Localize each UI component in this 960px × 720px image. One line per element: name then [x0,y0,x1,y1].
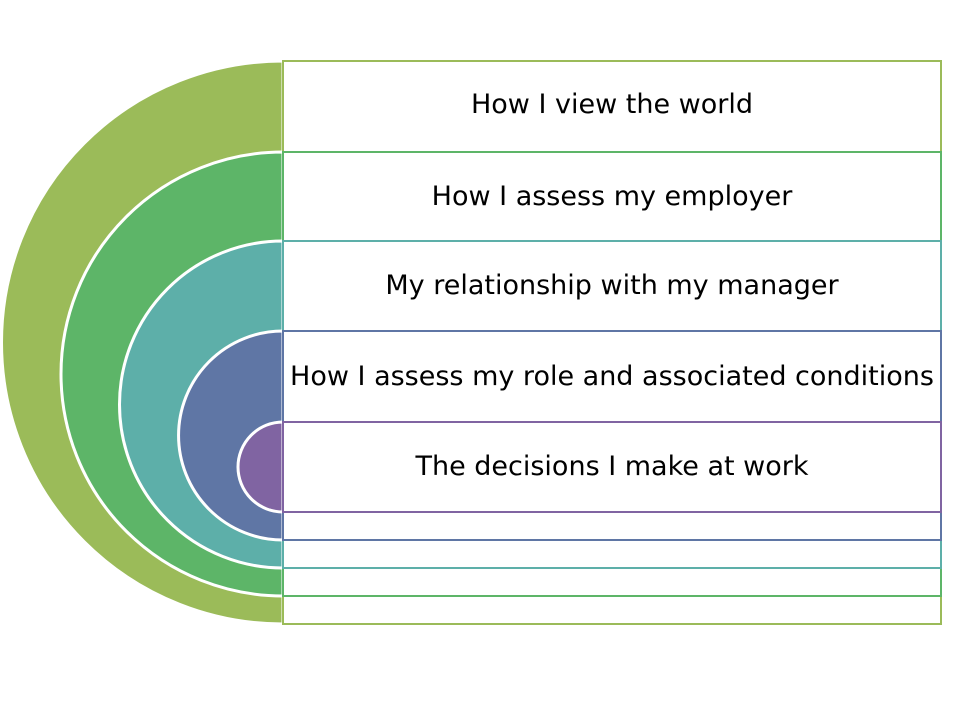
layer-label-5: The decisions I make at work [415,451,809,482]
layer-label-2: How I assess my employer [431,181,793,212]
layer-label-1: How I view the world [470,89,754,120]
layer-label-4: How I assess my role and associated cond… [290,361,934,392]
list-box-background [283,61,941,624]
arc-layer-5 [236,420,285,514]
list-box-outline-5 [282,421,942,513]
layer-label-3: My relationship with my manager [385,270,839,301]
